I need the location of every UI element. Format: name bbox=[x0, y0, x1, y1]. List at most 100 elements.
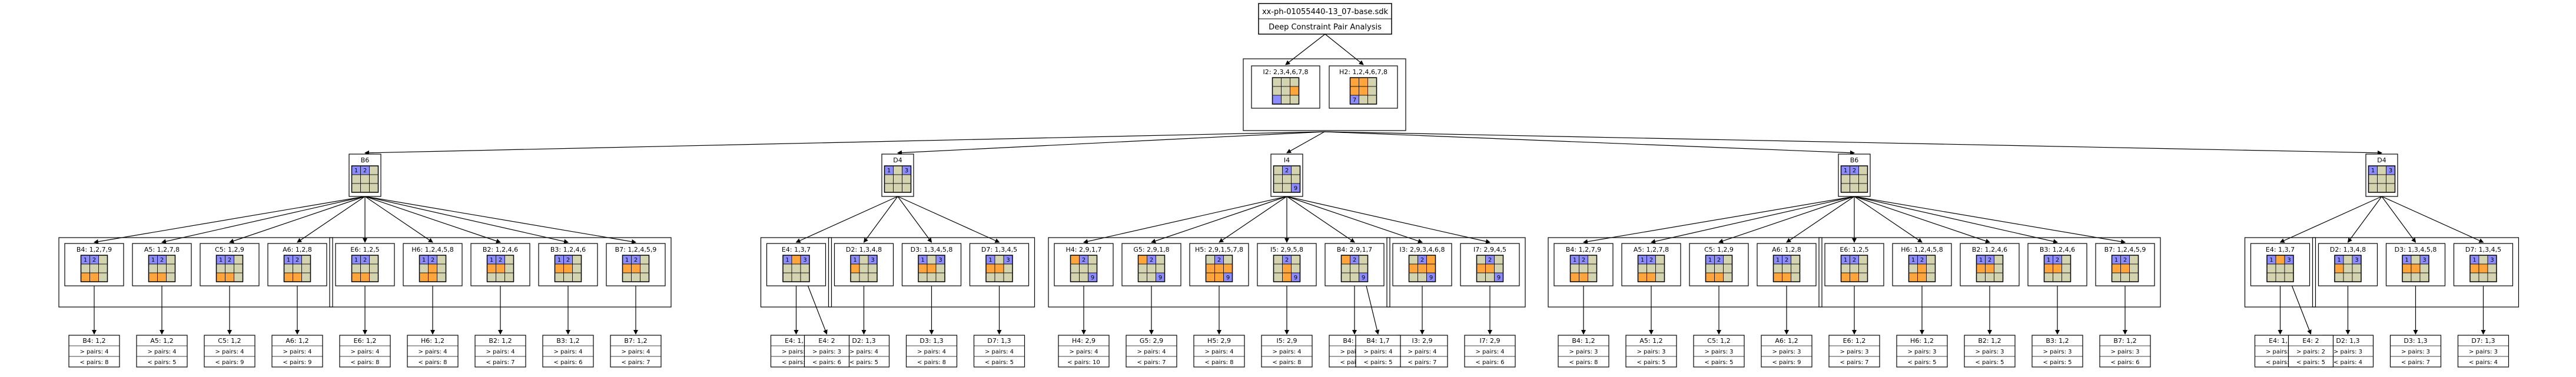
cell-digit: 1 bbox=[2371, 168, 2375, 174]
child-cluster-a bbox=[1548, 237, 1823, 308]
grid-cell bbox=[2284, 263, 2294, 273]
tree-edge bbox=[94, 196, 366, 244]
grid-border bbox=[351, 255, 379, 282]
grid-cell bbox=[1282, 263, 1292, 273]
grid-cell bbox=[1858, 183, 1868, 193]
grid-cell bbox=[1070, 255, 1080, 265]
child-cluster-a bbox=[760, 237, 832, 308]
leaf-pairs-above: > pairs: 4 bbox=[283, 349, 311, 355]
leaf-pairs-above: > pairs: 3 bbox=[2266, 349, 2295, 355]
grid-cell bbox=[1705, 272, 1715, 282]
grid-cell bbox=[1588, 272, 1597, 282]
cell-digit: 2 bbox=[363, 168, 367, 174]
cell-digit: 2 bbox=[499, 257, 502, 263]
cell-digit: 1 bbox=[422, 257, 426, 263]
cell-digit: 2 bbox=[1420, 257, 1424, 263]
cell-digit: 9 bbox=[1091, 275, 1094, 281]
leaf-frame bbox=[1896, 335, 1948, 368]
cell-digit: 1 bbox=[921, 257, 924, 263]
grid-cell bbox=[419, 263, 429, 273]
leaf-pairs-below: < pairs: 9 bbox=[283, 359, 311, 366]
child-node-label: H6: 1,2,4,5,8 bbox=[1901, 246, 1943, 253]
cell-digit: 2 bbox=[363, 257, 367, 263]
grid-border bbox=[1340, 255, 1369, 282]
grid-cell bbox=[2112, 263, 2121, 273]
cell-digit: 3 bbox=[2389, 168, 2392, 174]
grid-border bbox=[1637, 255, 1665, 282]
leaf-frame bbox=[271, 335, 323, 368]
grid-border bbox=[918, 255, 945, 282]
child-node: G5: 2,9,1,829 bbox=[1121, 243, 1181, 286]
grid-border bbox=[486, 255, 514, 282]
grid-cell bbox=[487, 263, 496, 273]
leaf-label: G5: 2,9 bbox=[1140, 337, 1163, 345]
leaf-pairs-below: < pairs: 5 bbox=[147, 359, 176, 366]
grid-cell bbox=[2419, 272, 2429, 282]
child-node-label: B4: 1,2,7,9 bbox=[1566, 246, 1601, 253]
grid-cell bbox=[893, 183, 902, 193]
tree-edge bbox=[297, 196, 366, 243]
grid-cell bbox=[1367, 95, 1377, 105]
branch-node-label: B6 bbox=[1850, 156, 1859, 164]
cell-digit: 2 bbox=[1988, 257, 1991, 263]
grid-cell bbox=[2487, 272, 2497, 282]
grid-cell bbox=[216, 263, 225, 273]
root-cluster bbox=[1243, 58, 1406, 131]
leaf-pairs-above: > pairs: 2 bbox=[2296, 349, 2325, 355]
leaf-frame bbox=[1058, 335, 1110, 368]
grid-cell bbox=[2053, 272, 2062, 282]
tree-edge bbox=[1854, 196, 2058, 244]
grid-border bbox=[2368, 165, 2396, 193]
child-node-label: H5: 2,9,1,5,7,8 bbox=[1195, 246, 1243, 253]
grid-border bbox=[985, 255, 1013, 282]
leaf-pairs-above: > pairs: 4 bbox=[782, 349, 811, 355]
leaf-node: D7: 1,3> pairs: 3< pairs: 4 bbox=[2457, 335, 2509, 368]
cell-digit: 1 bbox=[2405, 257, 2408, 263]
leaf-node: H6: 1,2> pairs: 4< pairs: 8 bbox=[407, 335, 459, 368]
tree-edge bbox=[1854, 196, 1990, 243]
grid-cell bbox=[2062, 272, 2071, 282]
grid-cell bbox=[89, 272, 99, 282]
grid-cell bbox=[1791, 255, 1800, 265]
leaf-pairs-above: > pairs: 4 bbox=[350, 349, 379, 355]
grid-cell bbox=[1638, 263, 1647, 273]
grid-cell bbox=[369, 263, 379, 273]
grid-cell bbox=[859, 255, 869, 265]
grid-cell bbox=[1156, 263, 1165, 273]
grid-cell bbox=[893, 165, 902, 175]
grid-cell bbox=[437, 255, 446, 265]
child-node-label: A5: 1,2,7,8 bbox=[1634, 246, 1669, 253]
tree-edge bbox=[2291, 285, 2312, 335]
grid-cell bbox=[1926, 255, 1936, 265]
leaf-frame bbox=[1693, 335, 1745, 368]
grid-cell bbox=[1079, 272, 1088, 282]
grid-cell bbox=[1926, 272, 1936, 282]
tree-edge bbox=[2347, 196, 2382, 243]
cell-digit: 1 bbox=[2047, 257, 2050, 263]
grid-cell bbox=[2386, 174, 2395, 184]
child-node-label: B3: 1,2,4,6 bbox=[550, 246, 586, 253]
grid-cell bbox=[918, 272, 928, 282]
grid-cell bbox=[868, 263, 878, 273]
tree-edge bbox=[1286, 196, 1423, 243]
grid-cell bbox=[1850, 272, 1859, 282]
child-node-label: D2: 1,3,4,8 bbox=[846, 246, 882, 253]
grid-cell bbox=[1359, 255, 1368, 265]
grid-border bbox=[1908, 255, 1936, 282]
grid-cell bbox=[1281, 86, 1290, 96]
grid-cell bbox=[1273, 272, 1283, 282]
clusters-layer bbox=[58, 58, 2519, 308]
grid-cell bbox=[2129, 272, 2139, 282]
grid-cell bbox=[1494, 263, 1503, 273]
leaf-frame bbox=[1464, 335, 1516, 368]
grid-cell bbox=[1291, 174, 1300, 184]
cell-digit: 3 bbox=[938, 257, 942, 263]
grid-cell bbox=[1426, 263, 1436, 273]
